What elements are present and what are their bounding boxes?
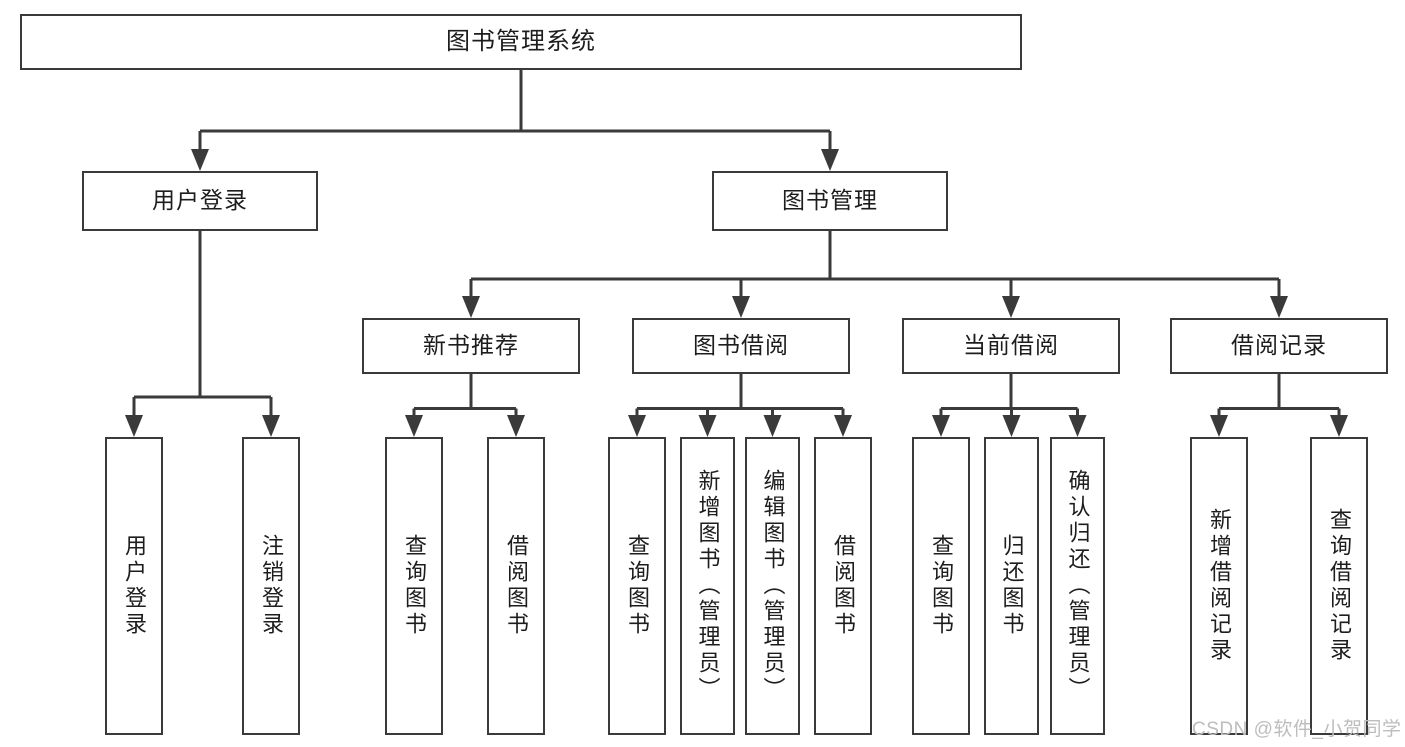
node-book-manage[interactable]: 图书管理 [712, 171, 948, 231]
node-leaf-query-1[interactable]: 查询图书 [385, 437, 443, 735]
node-leaf-query-2[interactable]: 查询图书 [608, 437, 666, 735]
node-current-borrow[interactable]: 当前借阅 [902, 318, 1120, 374]
node-label: 新书推荐 [423, 332, 519, 359]
node-label: 借阅图书 [831, 534, 856, 638]
node-label: 注销登录 [259, 534, 284, 638]
node-label: 图书管理 [782, 187, 878, 214]
node-leaf-add-book[interactable]: 新增图书（管理员） [680, 437, 735, 735]
node-leaf-borrow-2[interactable]: 借阅图书 [814, 437, 872, 735]
node-label: 归还图书 [999, 534, 1025, 638]
node-label: 借阅记录 [1231, 332, 1327, 359]
node-label: 确认归还（管理员） [1065, 469, 1091, 703]
watermark-text: CSDN @软件_小贺同学 [1192, 719, 1402, 740]
node-label: 查询借阅记录 [1327, 508, 1352, 664]
node-leaf-query-rec[interactable]: 查询借阅记录 [1310, 437, 1368, 735]
node-book-borrow[interactable]: 图书借阅 [632, 318, 850, 374]
node-new-book-rec[interactable]: 新书推荐 [362, 318, 580, 374]
node-leaf-add-rec[interactable]: 新增借阅记录 [1190, 437, 1248, 735]
node-label: 借阅图书 [504, 534, 529, 638]
node-label: 查询图书 [929, 534, 954, 638]
node-leaf-query-3[interactable]: 查询图书 [912, 437, 970, 735]
node-label: 图书借阅 [693, 332, 789, 359]
node-leaf-borrow-1[interactable]: 借阅图书 [487, 437, 545, 735]
node-label: 新增图书（管理员） [695, 469, 721, 703]
node-label: 用户登录 [152, 187, 248, 214]
node-label: 图书管理系统 [446, 27, 596, 55]
node-label: 查询图书 [625, 534, 650, 638]
node-leaf-edit-book[interactable]: 编辑图书（管理员） [745, 437, 800, 735]
node-user-login[interactable]: 用户登录 [82, 171, 318, 231]
node-label: 用户登录 [122, 534, 147, 638]
node-root[interactable]: 图书管理系统 [20, 14, 1022, 70]
node-label: 查询图书 [402, 534, 427, 638]
node-label: 新增借阅记录 [1207, 508, 1232, 664]
node-leaf-user-login[interactable]: 用户登录 [105, 437, 163, 735]
node-leaf-return[interactable]: 归还图书 [984, 437, 1039, 735]
node-leaf-confirm[interactable]: 确认归还（管理员） [1050, 437, 1105, 735]
node-label: 当前借阅 [963, 332, 1059, 359]
node-leaf-logout[interactable]: 注销登录 [242, 437, 300, 735]
node-label: 编辑图书（管理员） [760, 469, 786, 703]
node-borrow-record[interactable]: 借阅记录 [1170, 318, 1388, 374]
